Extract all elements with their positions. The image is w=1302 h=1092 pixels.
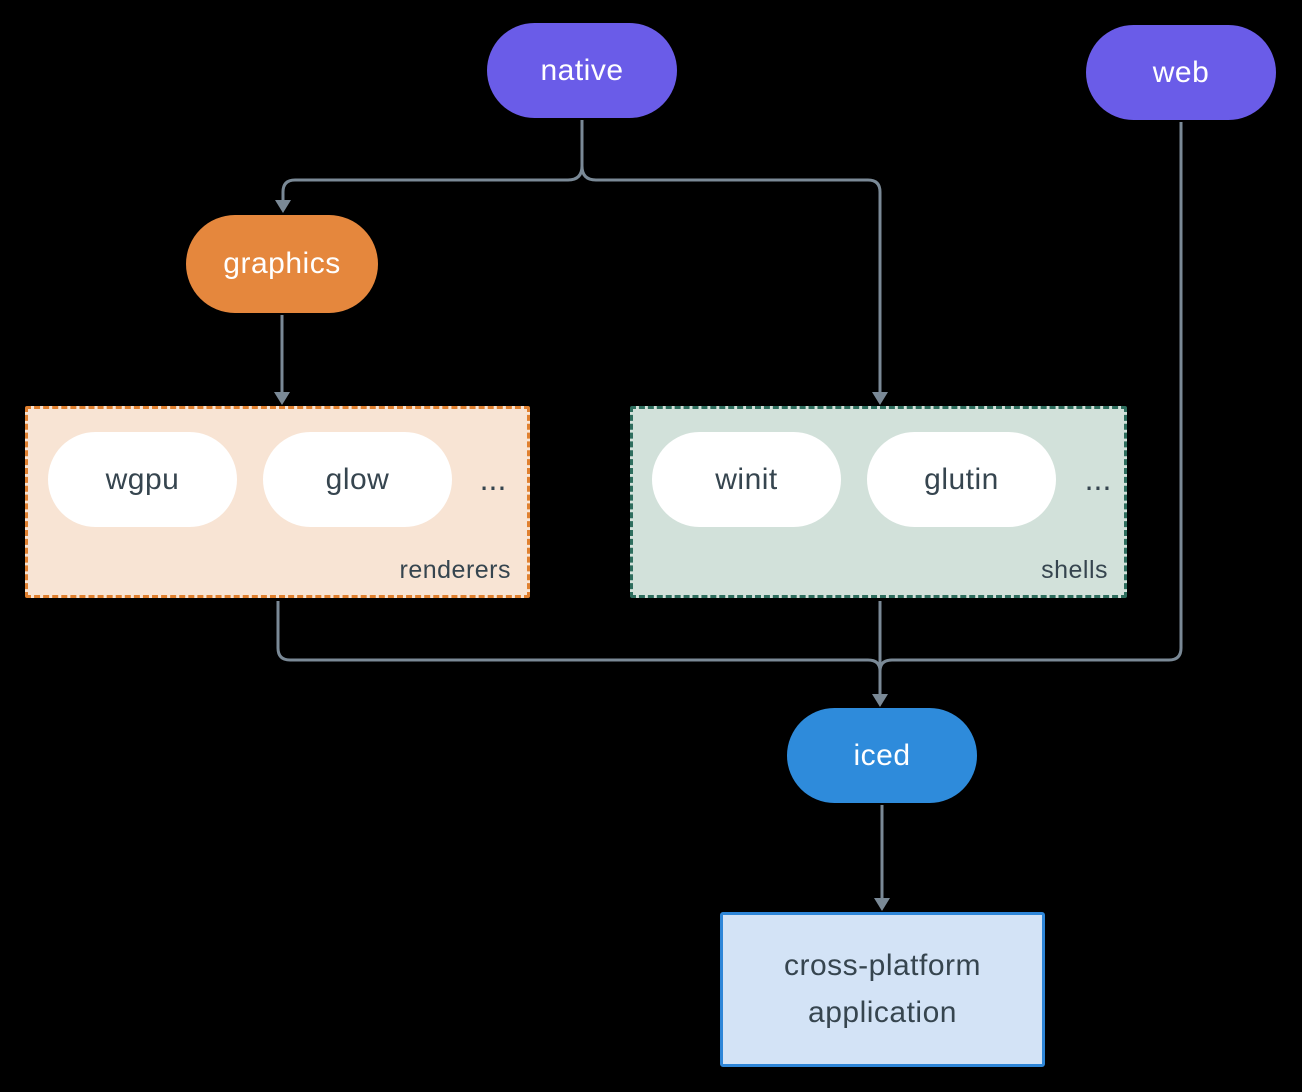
arrowhead-graphics xyxy=(275,200,291,213)
node-native: native xyxy=(487,23,677,118)
renderers-group-label: renderers xyxy=(399,556,511,584)
node-cross-platform-application: cross-platform application xyxy=(720,912,1045,1067)
shells-group-label: shells xyxy=(1041,556,1108,584)
node-wgpu: wgpu xyxy=(48,432,237,527)
node-winit-label: winit xyxy=(715,462,778,496)
node-winit: winit xyxy=(652,432,841,527)
node-graphics: graphics xyxy=(186,215,378,313)
node-glow: glow xyxy=(263,432,452,527)
edge-native-to-shells xyxy=(580,165,882,393)
node-wgpu-label: wgpu xyxy=(105,462,180,496)
arrowhead-application xyxy=(874,898,890,911)
node-glutin: glutin xyxy=(867,432,1056,527)
edge-renderers-to-iced xyxy=(276,601,882,672)
node-native-label: native xyxy=(540,53,624,87)
node-web: web xyxy=(1086,25,1276,120)
edge-native-to-graphics xyxy=(281,165,584,201)
group-renderers: wgpu glow ... renderers xyxy=(25,406,530,598)
node-iced-label: iced xyxy=(853,738,911,772)
node-glow-label: glow xyxy=(325,462,390,496)
node-graphics-label: graphics xyxy=(223,247,341,280)
arrowhead-iced xyxy=(872,694,888,707)
node-glutin-label: glutin xyxy=(924,462,999,496)
renderers-ellipsis: ... xyxy=(479,461,507,497)
application-label-line1: cross-platform xyxy=(783,949,982,982)
application-label-line2: application xyxy=(808,995,957,1029)
arrowhead-renderers xyxy=(274,392,290,405)
node-iced: iced xyxy=(787,708,977,803)
shells-ellipsis: ... xyxy=(1084,461,1112,497)
arrowhead-shells xyxy=(872,392,888,405)
group-shells: winit glutin ... shells xyxy=(630,406,1127,598)
node-web-label: web xyxy=(1152,55,1210,89)
